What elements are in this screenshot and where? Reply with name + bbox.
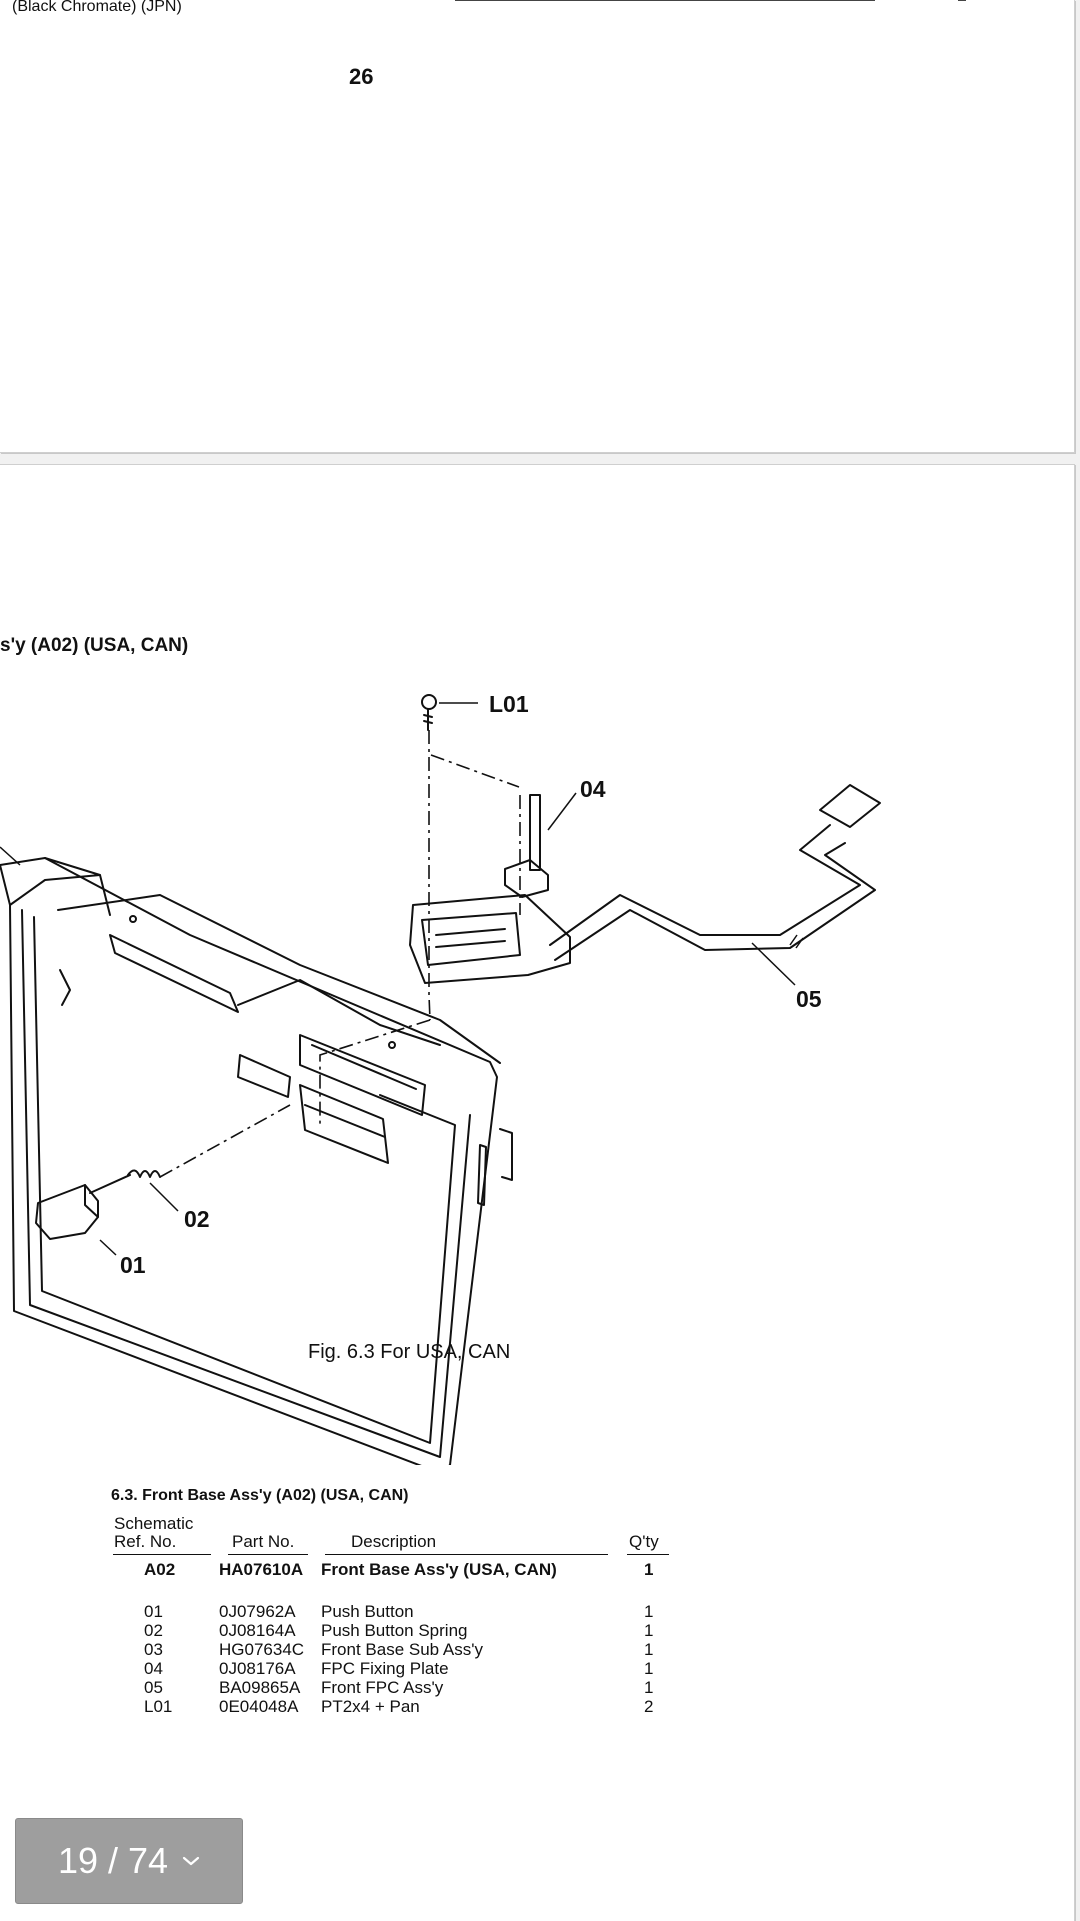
header-rule: [325, 1554, 608, 1555]
assembly-description: Front Base Ass'y (USA, CAN): [321, 1560, 557, 1579]
row-qty: 1: [644, 1602, 654, 1621]
row-description: Push Button Spring: [321, 1621, 468, 1640]
row-ref: L01: [144, 1697, 173, 1716]
row-ref: 05: [144, 1678, 163, 1697]
row-qty: 1: [644, 1678, 654, 1697]
table-row: 03 HG07634C Front Base Sub Ass'y 1: [111, 1640, 681, 1659]
row-part-no: 0E04048A: [219, 1697, 299, 1716]
exploded-view-figure: L01 04 05 02 01: [0, 691, 881, 1465]
section-heading: s'y (A02) (USA, CAN): [0, 635, 189, 656]
header-rule: [113, 1554, 211, 1555]
row-ref: 03: [144, 1640, 163, 1659]
callout-05: 05: [796, 986, 822, 1012]
page-selector-button[interactable]: 19 / 74: [15, 1818, 243, 1904]
row-ref: 02: [144, 1621, 163, 1640]
row-description: Front Base Sub Ass'y: [321, 1640, 483, 1659]
row-qty: 1: [644, 1640, 654, 1659]
callout-02: 02: [184, 1206, 210, 1232]
front-base-frame: [0, 857, 498, 1465]
row-ref: 01: [144, 1602, 163, 1621]
header-description: Description: [351, 1532, 437, 1551]
fpc-connector: [409, 894, 571, 984]
table-title: 6.3. Front Base Ass'y (A02) (USA, CAN): [111, 1487, 409, 1504]
row-qty: 1: [644, 1659, 654, 1678]
row-description: FPC Fixing Plate: [321, 1659, 449, 1678]
cut-off-text-line: [455, 0, 875, 1]
callout-01: 01: [120, 1252, 146, 1278]
table-row: 02 0J08164A Push Button Spring 1: [111, 1621, 681, 1640]
callout-04: 04: [580, 776, 606, 802]
figure-caption: Fig. 6.3 For USA, CAN: [308, 1341, 511, 1363]
chevron-down-icon: [182, 1856, 200, 1866]
page-indicator-label: 19 / 74: [57, 1840, 169, 1881]
row-qty: 2: [644, 1697, 654, 1716]
header-rule: [228, 1554, 308, 1555]
cut-off-text-line: [958, 0, 966, 1]
callout-L01: L01: [489, 691, 529, 717]
row-part-no: 0J08176A: [219, 1659, 296, 1678]
previous-page: (Black Chromate) (JPN) 26: [0, 0, 1075, 453]
row-description: PT2x4 + Pan: [321, 1697, 420, 1716]
fpc-fixing-plate: [504, 859, 549, 898]
header-qty: Q'ty: [629, 1532, 659, 1551]
row-ref: 04: [144, 1659, 163, 1678]
header-ref-line2: Ref. No.: [114, 1532, 177, 1551]
header-part-no: Part No.: [232, 1532, 295, 1551]
table-row: L01 0E04048A PT2x4 + Pan 2: [111, 1697, 681, 1716]
row-part-no: 0J08164A: [219, 1621, 296, 1640]
row-description: Front FPC Ass'y: [321, 1678, 444, 1697]
fpc-cable: [549, 824, 861, 946]
header-ref-line1: Schematic: [114, 1514, 194, 1533]
row-description: Push Button: [321, 1602, 414, 1621]
assembly-ref: A02: [144, 1560, 176, 1579]
header-rule: [627, 1554, 669, 1555]
row-qty: 1: [644, 1621, 654, 1640]
page-number: 26: [349, 64, 374, 89]
spring-part: [127, 1169, 161, 1178]
push-button-part: [35, 1184, 99, 1240]
row-part-no: 0J07962A: [219, 1602, 296, 1621]
row-part-no: HG07634C: [219, 1640, 305, 1659]
row-part-no: BA09865A: [219, 1678, 301, 1697]
parts-rows: 01 0J07962A Push Button 1 02 0J08164A Pu…: [111, 1602, 681, 1716]
current-page: s'y (A02) (USA, CAN): [0, 464, 1075, 1921]
assembly-qty: 1: [644, 1560, 654, 1579]
table-row: 04 0J08176A FPC Fixing Plate 1: [111, 1659, 681, 1678]
table-row: 01 0J07962A Push Button 1: [111, 1602, 681, 1621]
table-row: 05 BA09865A Front FPC Ass'y 1: [111, 1678, 681, 1697]
page-text-fragment: (Black Chromate) (JPN): [12, 0, 182, 15]
assembly-part-no: HA07610A: [219, 1560, 304, 1579]
